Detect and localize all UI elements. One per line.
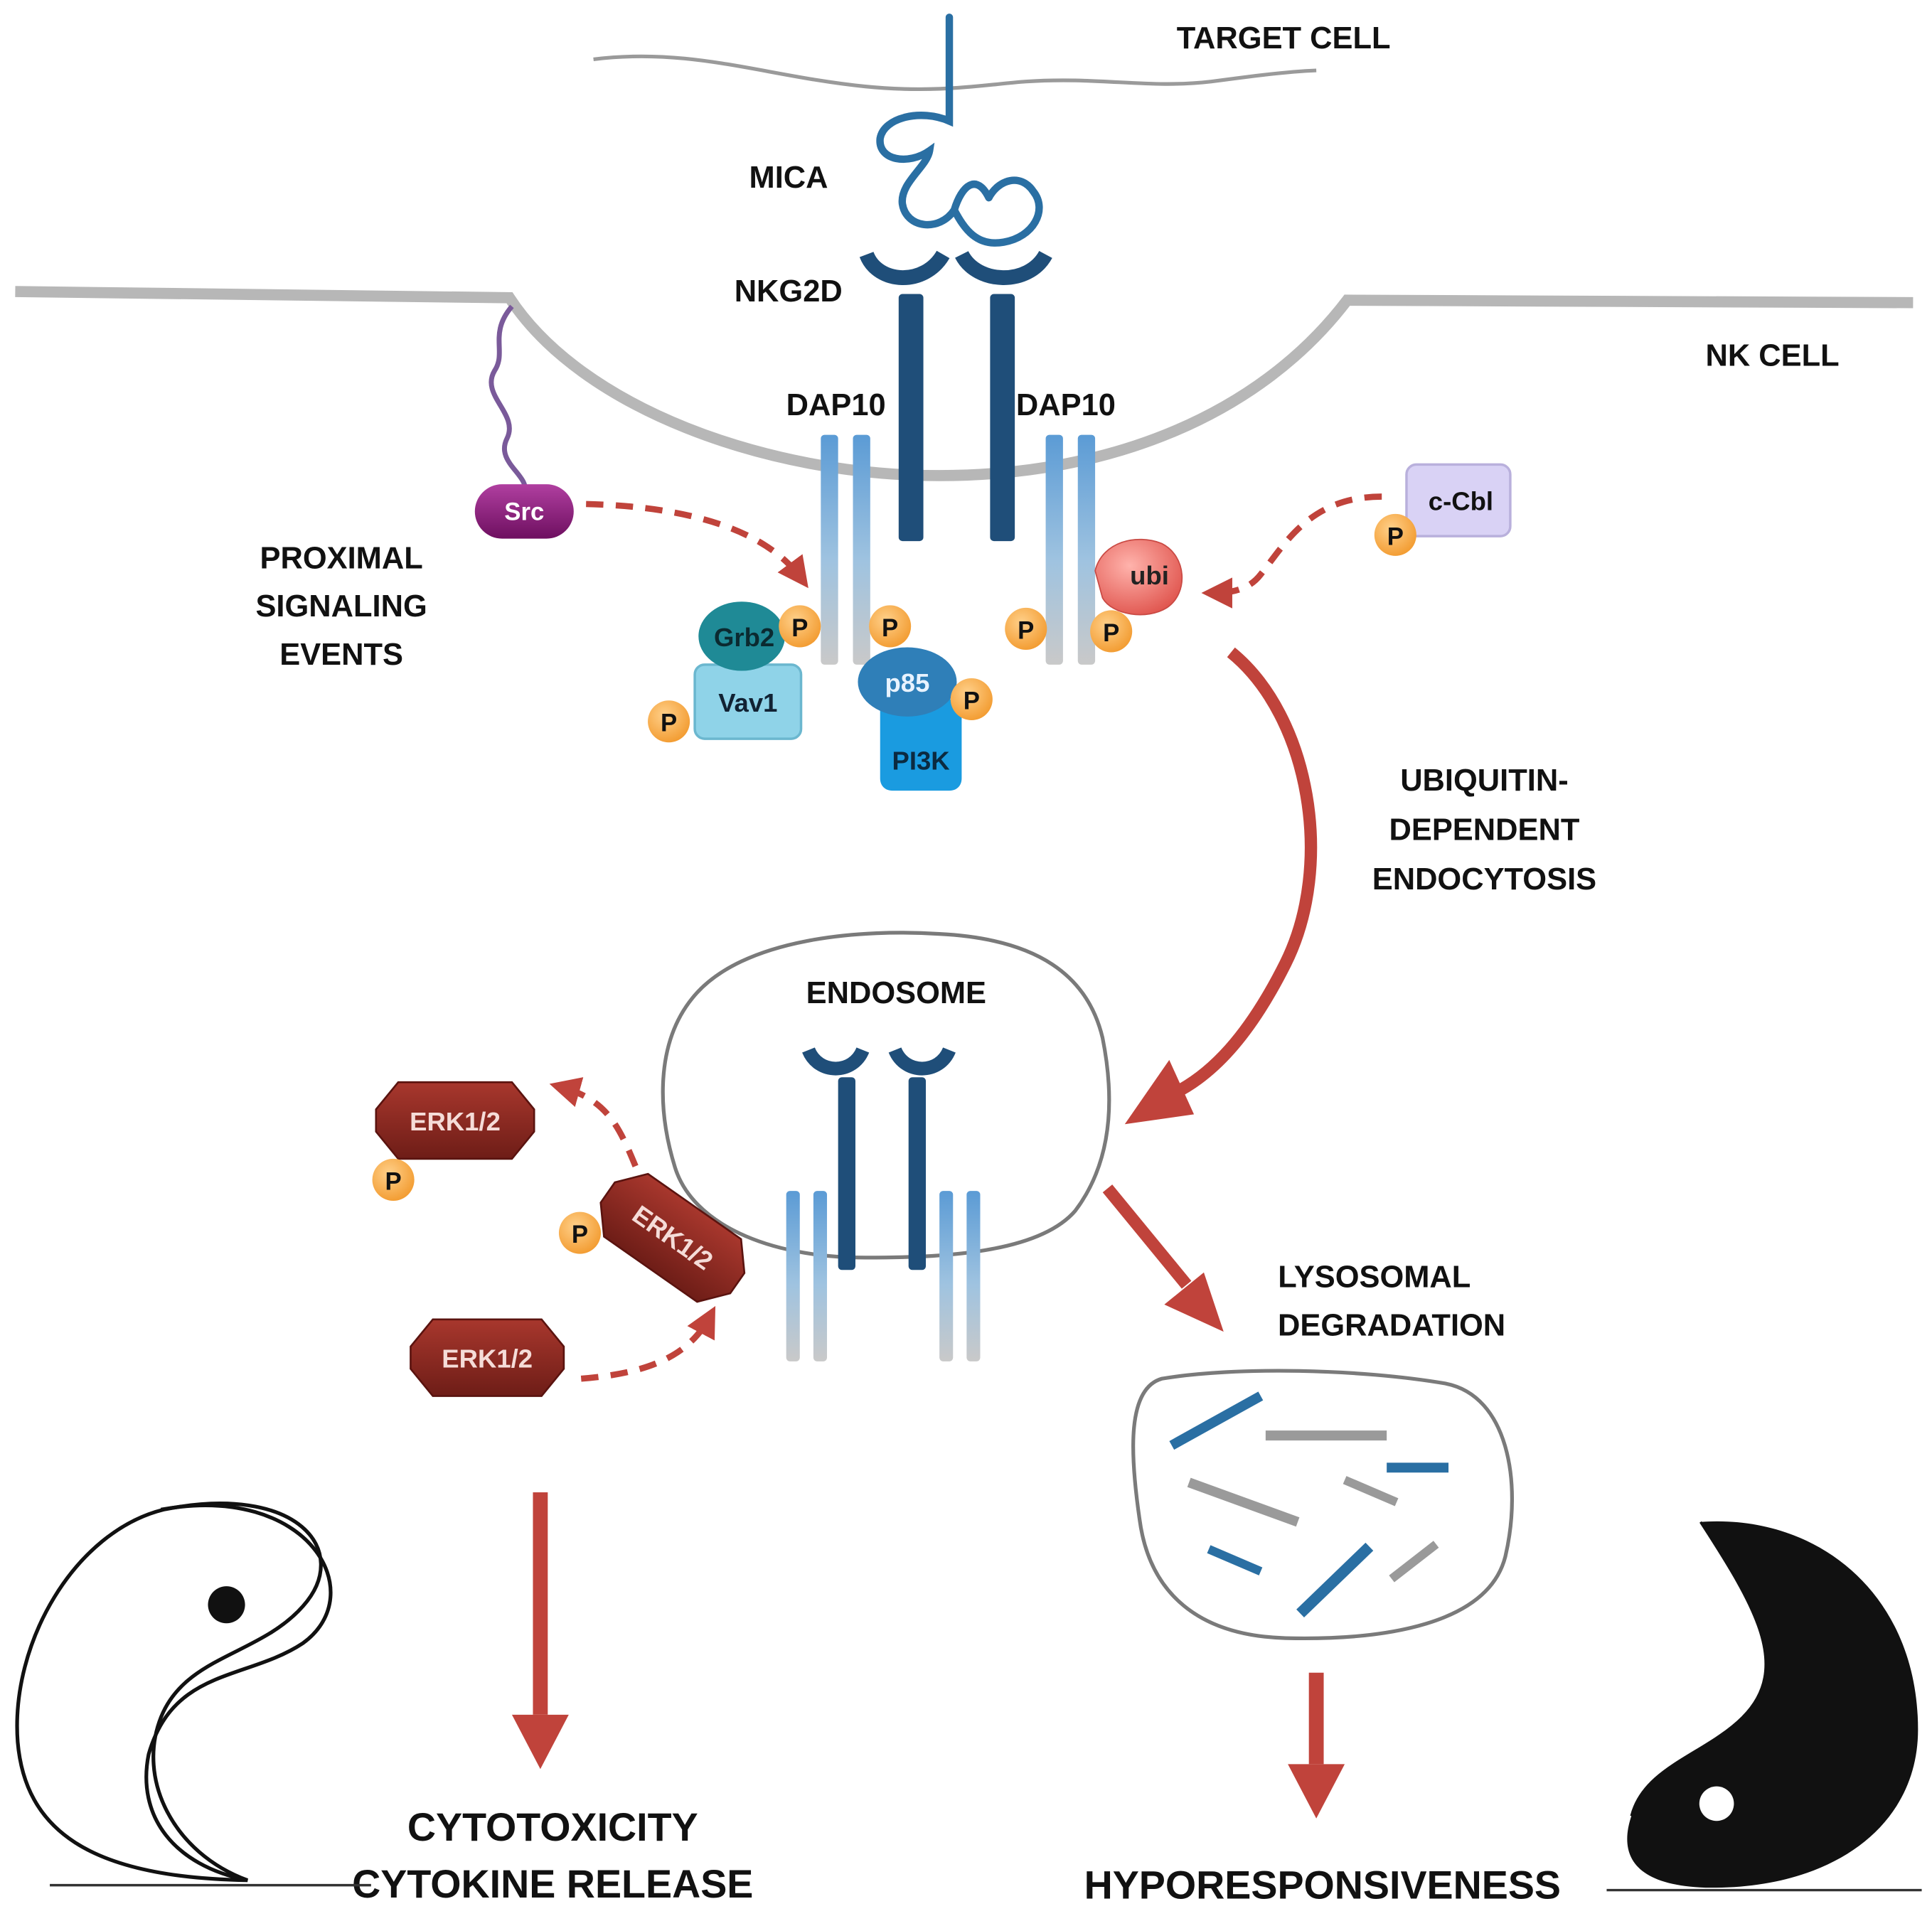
phospho-group: P <box>1090 610 1133 653</box>
src-membrane-anchor <box>489 304 528 496</box>
erk-bottom: ERK1/2 <box>410 1318 565 1397</box>
to-lysosome-arrow <box>1102 1184 1192 1289</box>
c-cbl-to-ubi-arrow <box>1201 493 1382 609</box>
grb2: Grb2 <box>698 601 785 671</box>
internalized-nkg2d <box>802 1047 956 1270</box>
phospho-group: P <box>648 700 690 743</box>
erk-top: ERK1/2 <box>375 1081 535 1160</box>
svg-text:P: P <box>572 1221 588 1248</box>
svg-text:P: P <box>385 1168 402 1195</box>
svg-text:P: P <box>1103 620 1119 647</box>
phospho-group: P <box>1374 513 1416 556</box>
lysosomal-label-2: DEGRADATION <box>1278 1308 1505 1342</box>
nkg2d-receptor <box>859 250 1052 542</box>
erk-middle: ERK1/2 <box>599 1172 746 1303</box>
c-cbl-label: c-Cbl <box>1429 487 1493 516</box>
phospho-group: P <box>372 1158 415 1201</box>
src-to-dap10-arrow <box>586 501 808 589</box>
hypo-arrow-shaft <box>1308 1672 1324 1765</box>
erk-bottom-label: ERK1/2 <box>442 1344 533 1374</box>
internalized-dap10 <box>786 1191 981 1361</box>
ubiquitin-label-2: DEPENDENT <box>1389 813 1579 847</box>
to-lysosome-arrowhead <box>1164 1272 1224 1332</box>
erk-bottom-to-middle-arrow <box>580 1305 716 1382</box>
dap10-right-label: DAP10 <box>1016 388 1116 422</box>
dap10-left-label: DAP10 <box>786 388 886 422</box>
mica-label: MICA <box>749 161 828 195</box>
nkg2d-label: NKG2D <box>735 274 843 309</box>
svg-text:P: P <box>1387 523 1404 550</box>
nk-cell-label: NK CELL <box>1705 338 1839 373</box>
svg-text:P: P <box>661 710 677 737</box>
degraded-fragments <box>1169 1391 1449 1617</box>
cytotoxicity-arrowhead <box>511 1714 569 1770</box>
proximal-label-1: PROXIMAL <box>260 541 423 575</box>
p85-label: p85 <box>885 668 930 697</box>
cytokine-release-label: CYTOKINE RELEASE <box>352 1862 753 1906</box>
ubiquitin-label-1: UBIQUITIN- <box>1400 764 1568 798</box>
src-kinase: Src <box>474 484 574 539</box>
endosome-label: ENDOSOME <box>806 976 986 1010</box>
phospho-group: P <box>558 1211 602 1254</box>
dap10-left <box>821 434 870 665</box>
dap10-right <box>1045 434 1096 665</box>
lysosome <box>1131 1369 1514 1641</box>
svg-text:P: P <box>791 615 808 642</box>
hypo-arrowhead <box>1288 1764 1345 1819</box>
erk-top-label: ERK1/2 <box>410 1107 501 1136</box>
proximal-label-2: SIGNALING <box>255 589 427 624</box>
svg-text:P: P <box>882 615 898 642</box>
pi3k-label: PI3K <box>892 747 951 776</box>
vav1: Vav1 <box>693 663 803 740</box>
mica-ligand <box>876 14 1043 247</box>
c-cbl: c-Cbl <box>1405 463 1512 537</box>
p85: p85 <box>858 647 957 717</box>
vav1-label: Vav1 <box>718 688 777 717</box>
target-cell-label: TARGET CELL <box>1177 21 1391 55</box>
proximal-label-3: EVENTS <box>279 638 403 672</box>
phospho-group: P <box>1005 607 1047 650</box>
grb2-label: Grb2 <box>714 623 774 652</box>
hyporesponsiveness-label: HYPORESPONSIVENESS <box>1084 1863 1561 1907</box>
endocytosis-arrow <box>1171 647 1318 1099</box>
pi3k: PI3K <box>880 699 962 791</box>
phospho-group: P <box>869 605 912 648</box>
yin-yang-white-icon <box>15 1502 371 1887</box>
endosome <box>661 931 1111 1260</box>
yin-yang-black-icon <box>1606 1521 1922 1892</box>
target-cell-membrane <box>593 54 1317 92</box>
ubi-label: ubi <box>1130 561 1169 590</box>
endocytosis-arrowhead <box>1124 1059 1195 1125</box>
phospho-group: P <box>950 678 993 721</box>
cytotoxicity-arrow-shaft <box>533 1492 548 1715</box>
ubiquitin-label-3: ENDOCYTOSIS <box>1372 862 1596 897</box>
cytotoxicity-label: CYTOTOXICITY <box>407 1805 698 1849</box>
svg-text:P: P <box>1018 617 1034 644</box>
phospho-group: P <box>779 605 821 648</box>
svg-text:P: P <box>964 687 980 715</box>
ubiquitin: ubi <box>1094 538 1183 616</box>
lysosomal-label-1: LYSOSOMAL <box>1278 1261 1471 1295</box>
src-label: Src <box>504 499 544 526</box>
erk-middle-to-top-arrow <box>549 1077 639 1167</box>
nk-cell-membrane <box>15 286 1914 481</box>
